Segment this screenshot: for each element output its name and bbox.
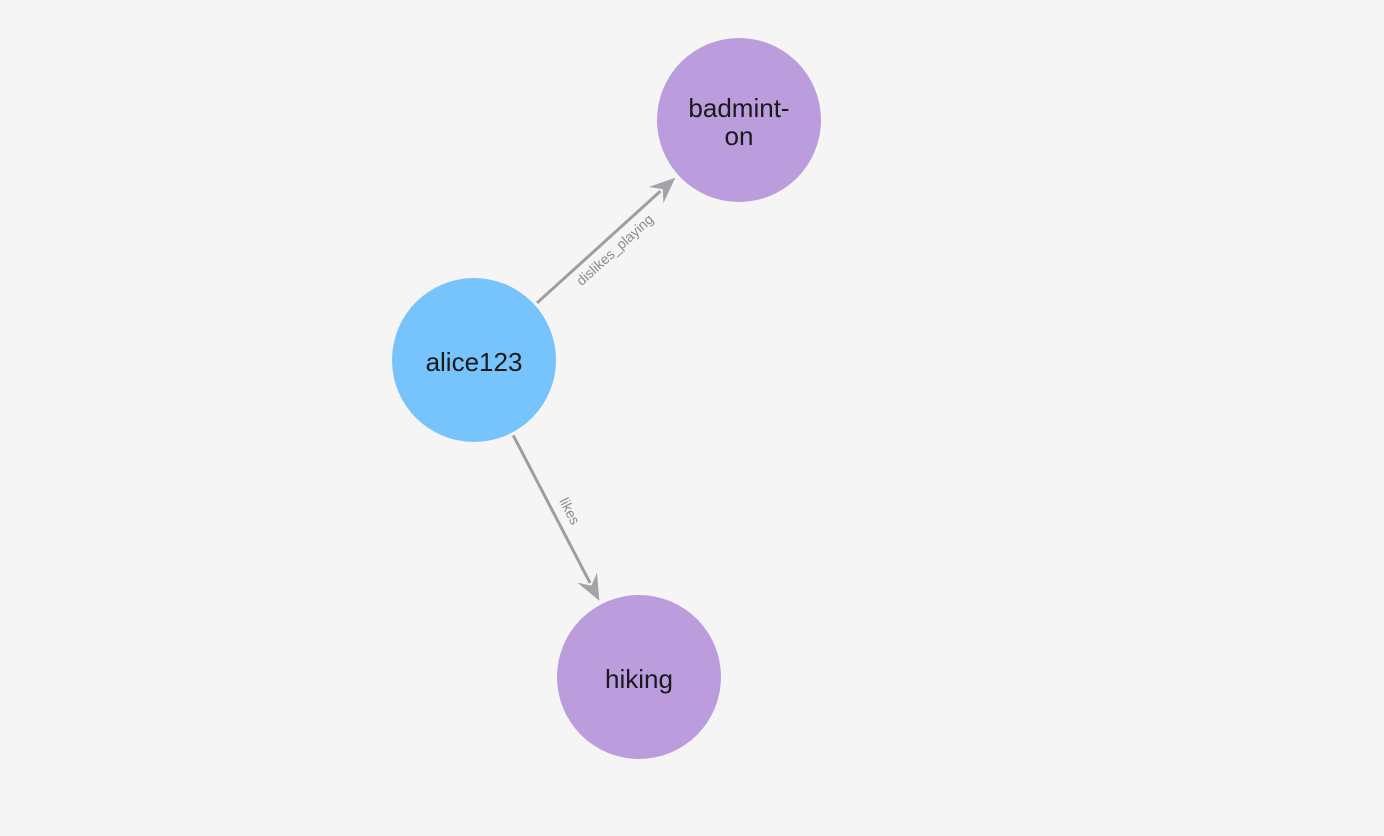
edge-dislikes-playing[interactable]: dislikes_playing [535,177,676,305]
node-alice123[interactable]: alice123 [392,278,556,442]
edge-label-dislikes-playing: dislikes_playing [573,211,656,289]
edge-line-dislikes-playing [535,190,662,305]
edge-label-likes: likes [556,495,583,527]
arrowhead-dislikes-playing [648,177,676,204]
edge-line-likes [511,434,592,584]
arrowhead-likes [577,572,600,601]
edge-likes[interactable]: likes [511,434,600,601]
node-circle-hiking[interactable] [557,595,721,759]
node-circle-badminton[interactable] [657,38,821,202]
node-badminton[interactable]: badmint- on [657,38,821,202]
node-layer: badmint- on alice123 hiking [392,38,821,759]
node-hiking[interactable]: hiking [557,595,721,759]
node-circle-alice123[interactable] [392,278,556,442]
